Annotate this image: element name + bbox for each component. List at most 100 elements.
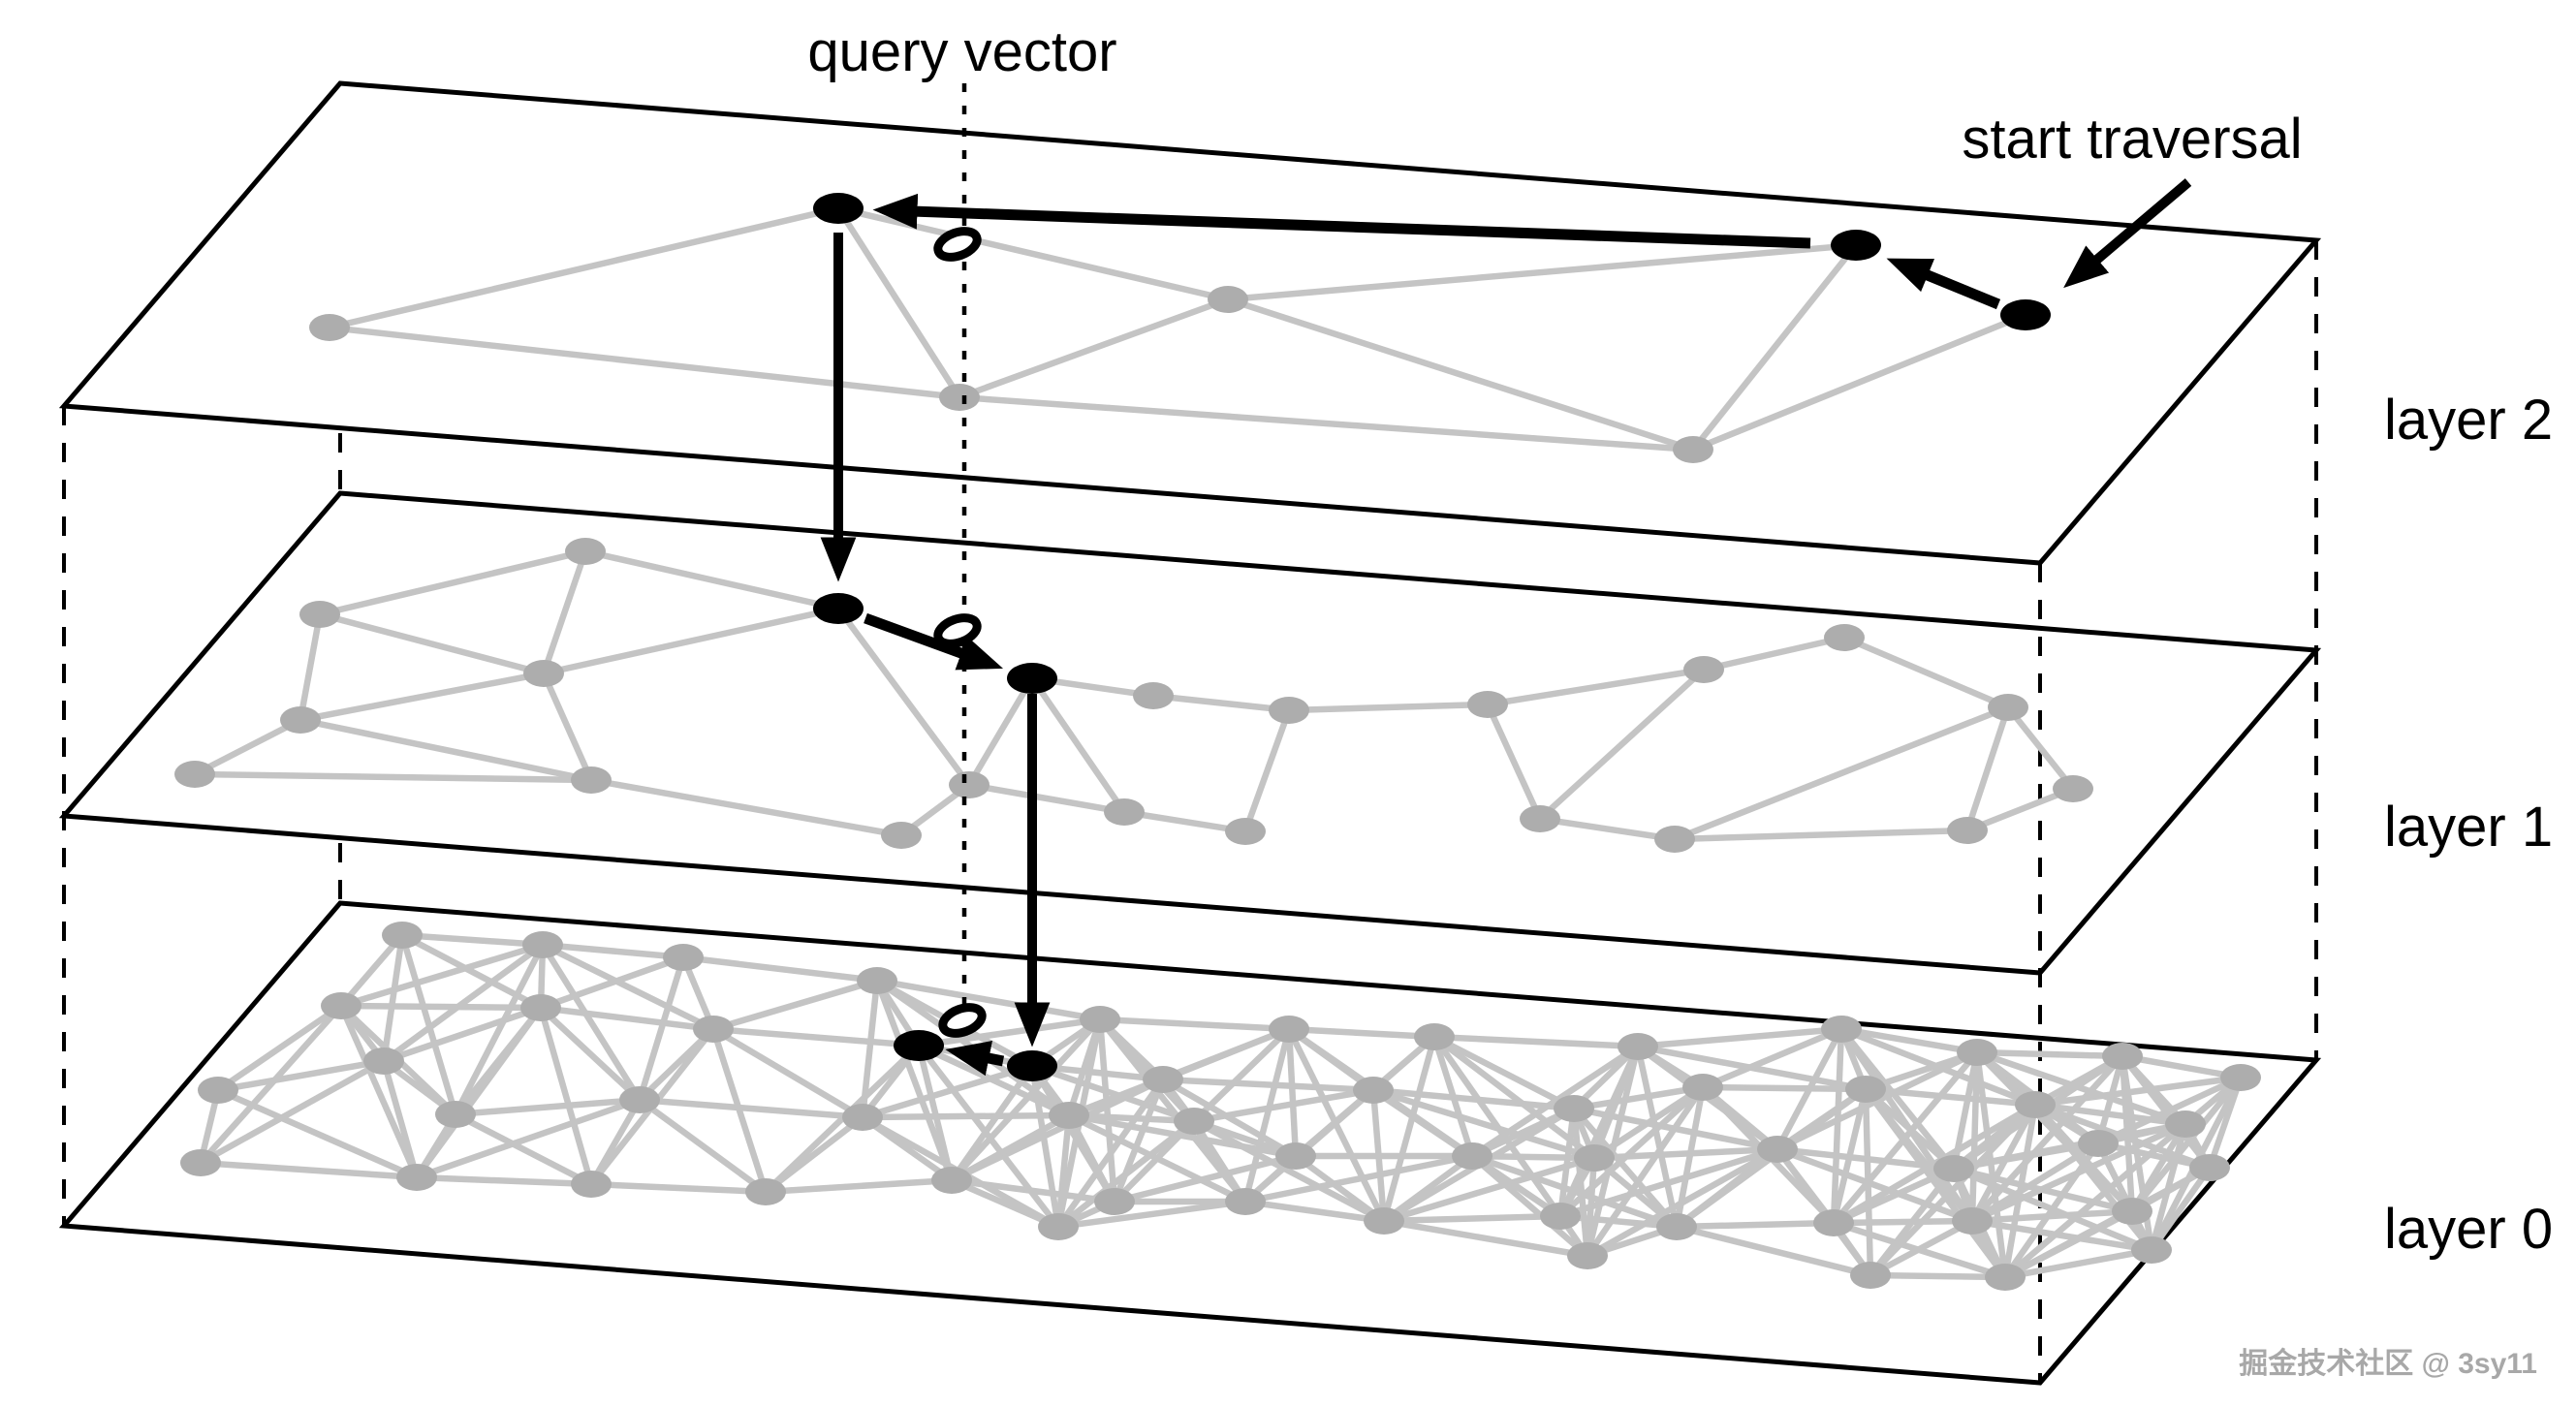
graph-node (1845, 1076, 1886, 1103)
graph-node (1850, 1262, 1891, 1289)
traversal-node (813, 593, 864, 624)
graph-node (1208, 286, 1248, 313)
graph-node (1049, 1102, 1089, 1129)
graph-node (2189, 1154, 2230, 1181)
graph-edge (1690, 242, 1859, 453)
graph-node (1656, 1213, 1697, 1240)
graph-edge (590, 1180, 767, 1196)
graph-edge (1571, 1106, 1680, 1230)
graph-edge (1634, 1046, 1681, 1228)
graph-edge (1227, 241, 1857, 303)
graph-edge (380, 1060, 421, 1178)
graph-edge (538, 1005, 643, 1103)
graph-node (1275, 1142, 1316, 1170)
graph-edge (1485, 703, 1543, 821)
graph-edge (1432, 1034, 1576, 1111)
graph-edge (1383, 1154, 1595, 1225)
graph-node (1673, 436, 1713, 463)
graph-node (857, 967, 897, 994)
graph-edge (712, 977, 878, 1033)
graph-edge (541, 672, 594, 782)
graph-node (1540, 1203, 1581, 1230)
graph-edge (1193, 1086, 1374, 1125)
graph-node (1952, 1207, 1993, 1235)
corner-connectors-group (62, 240, 2318, 1383)
graph-edge (2002, 1141, 2101, 1279)
graph-edge (639, 1096, 864, 1121)
graph-node (522, 931, 563, 958)
graph-edge (1372, 1086, 1575, 1112)
graph-node (1654, 826, 1695, 853)
graph-edge (198, 1003, 344, 1166)
layer-1-label: layer 1 (2384, 796, 2554, 859)
graph-edge (1703, 634, 1845, 673)
graph-edge (949, 1016, 1103, 1183)
graph-edge (862, 1111, 1070, 1121)
graph-node (1824, 624, 1865, 651)
graph-edge (1056, 1118, 1196, 1230)
graph-edge (1372, 1086, 1595, 1162)
graph-edge (1573, 1083, 1704, 1112)
graph-node (299, 601, 340, 628)
graph-edge (1963, 705, 2012, 832)
graph-edge (1192, 1118, 1386, 1224)
traversal-node (1007, 663, 1057, 694)
graph-node (363, 1047, 404, 1075)
hop-l1 (864, 612, 1004, 671)
graph-node (198, 1077, 238, 1104)
graph-node (1813, 1209, 1854, 1236)
graph-edge (1241, 708, 1293, 833)
graph-edge (1701, 1026, 1843, 1090)
graph-edge (765, 1176, 953, 1196)
graph-edge (1971, 1217, 2152, 1254)
graph-node (1574, 1144, 1615, 1172)
graph-node (396, 1164, 437, 1191)
graph-edge (1868, 1102, 2038, 1278)
graph-node (1225, 818, 1266, 845)
graph-node (1094, 1188, 1135, 1215)
graph-node (2112, 1198, 2152, 1225)
graph-edge (2121, 1052, 2242, 1081)
graph-node (693, 1016, 734, 1043)
graphs-group (174, 193, 2261, 1291)
graph-edge (193, 717, 302, 777)
graph-edge (1592, 1084, 1705, 1161)
graph-edge (1833, 1217, 1973, 1227)
graph-edge (216, 1087, 419, 1180)
graph-node (435, 1101, 476, 1128)
graph-edge (537, 1007, 595, 1185)
graph-edge (835, 206, 962, 399)
graph-node (1174, 1108, 1214, 1135)
graph-edge (1471, 1152, 1595, 1162)
graph-edge (1965, 785, 2075, 834)
graph-edge (1054, 1114, 1073, 1228)
graph-edge (1029, 676, 1127, 814)
query-point-marker (933, 613, 982, 648)
graph-edge (200, 1159, 418, 1181)
graph-edge (416, 1173, 592, 1188)
graph-node (2015, 1091, 2056, 1118)
graph-edge (1674, 827, 1968, 843)
graph-edge (968, 781, 1125, 816)
graph-edge (1382, 1153, 1474, 1224)
graph-node (520, 994, 561, 1021)
graph-edge (299, 670, 545, 724)
graph-node (1821, 1016, 1862, 1043)
graph-edge (950, 1112, 1071, 1183)
graph-node (280, 706, 321, 734)
graph-edge (216, 1003, 343, 1093)
graph-edge (2129, 1122, 2188, 1213)
graph-edge (540, 1004, 714, 1033)
graph-edge (1433, 1033, 1639, 1050)
layer-1-graph (174, 538, 2093, 853)
graph-node (1414, 1023, 1455, 1050)
graph-edge (338, 1004, 420, 1179)
graph-edge (1830, 1028, 1845, 1224)
graph-node (1947, 817, 1988, 844)
graph-edge (217, 1057, 385, 1094)
graph-node (939, 384, 980, 411)
graph-node (1682, 1074, 1723, 1101)
graph-edge (382, 1004, 543, 1065)
